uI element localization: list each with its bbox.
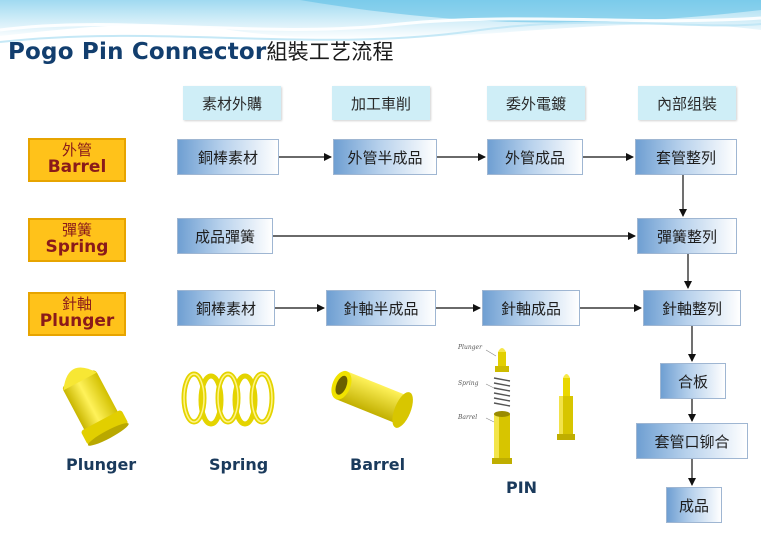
plunger-illustration [62,367,129,446]
step-plunger-arrange: 針軸整列 [643,290,741,326]
header-wave-background [0,0,761,90]
pin-label-plunger: Plunger [458,344,482,351]
row-label-barrel-zh: 外管 [61,141,92,160]
column-header-machining: 加工車削 [332,86,430,120]
step-barrel-arrange: 套管整列 [635,139,737,175]
title-chinese: 組裝工艺流程 [266,40,394,64]
step-spring-finished: 成品彈簧 [177,218,273,254]
caption-plunger: Plunger [66,455,137,474]
row-label-plunger: 針軸 Plunger [28,292,126,336]
step-barrel-finished: 外管成品 [487,139,583,175]
pin-label-barrel: Barrel [458,414,478,421]
title-english: Pogo Pin Connector [8,39,267,65]
pin-exploded-illustration [485,348,575,464]
step-barrel-semi-finished: 外管半成品 [333,139,437,175]
row-label-spring-zh: 彈簧 [61,221,92,240]
row-label-barrel-en: Barrel [47,156,107,177]
step-barrel-raw-material: 銅棒素材 [177,139,279,175]
step-barrel-mouth-riveting: 套管口铆合 [636,423,748,459]
column-header-assembly: 內部组裝 [638,86,736,120]
caption-spring: Spring [209,455,269,474]
barrel-illustration [331,370,413,428]
step-spring-arrange: 彈簧整列 [637,218,737,254]
row-label-spring-en: Spring [45,236,109,257]
row-label-plunger-zh: 針軸 [61,295,92,314]
caption-barrel: Barrel [350,455,406,474]
row-label-spring: 彈簧 Spring [28,218,126,262]
page-title: Pogo Pin Connector組裝工艺流程 [8,36,394,66]
column-header-plating: 委外電鍍 [487,86,585,120]
pin-label-spring: Spring [458,380,479,387]
row-label-barrel: 外管 Barrel [28,138,126,182]
step-plunger-finished: 針軸成品 [482,290,580,326]
spring-illustration [181,371,275,427]
column-header-purchase: 素材外購 [183,86,281,120]
step-merge-board: 合板 [660,363,726,399]
caption-pin: PIN [506,478,538,497]
step-plunger-semi-finished: 針軸半成品 [326,290,436,326]
row-label-plunger-en: Plunger [39,310,115,331]
step-plunger-raw-material: 銅棒素材 [177,290,275,326]
step-final-product: 成品 [666,487,722,523]
